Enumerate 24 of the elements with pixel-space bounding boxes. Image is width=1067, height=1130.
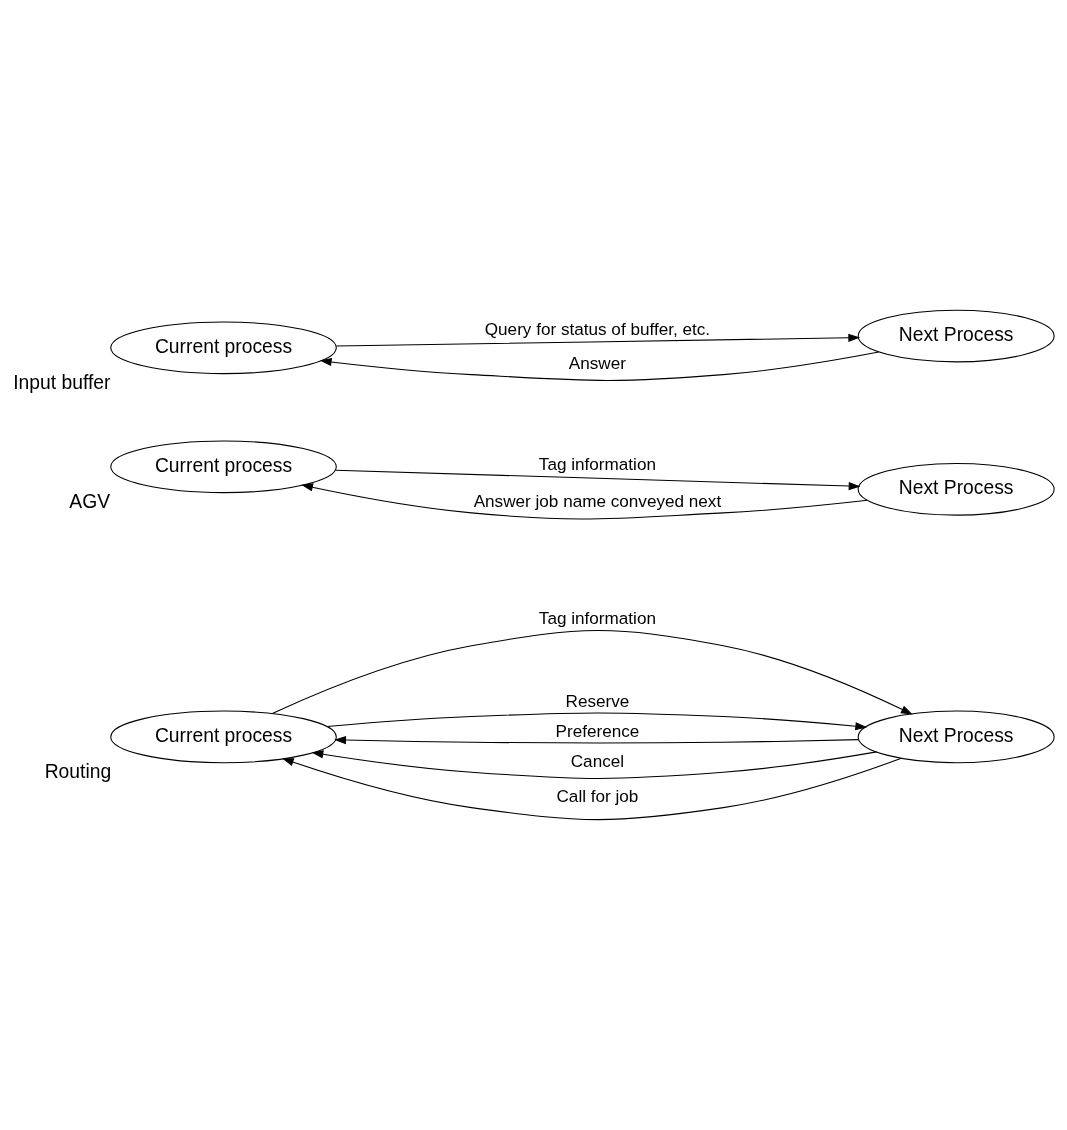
arrow	[335, 469, 861, 491]
arrow	[326, 712, 868, 731]
edge-label: Tag information	[538, 608, 656, 629]
edge-label: Call for job	[556, 786, 639, 807]
node-label: Input buffer	[13, 372, 111, 394]
arrow	[271, 630, 913, 715]
node-label: Routing	[44, 761, 112, 783]
edge-label: Cancel	[570, 750, 625, 771]
arrow	[301, 483, 869, 520]
node-label: AGV	[69, 491, 111, 512]
arrow	[335, 333, 861, 347]
arrow	[281, 757, 902, 821]
edge-label: Query for status of buffer, etc.	[484, 318, 711, 339]
edge-label: Preference	[555, 720, 640, 741]
edge-label: Answer job name conveyed next	[473, 491, 722, 512]
node-ellipse: Next Process	[857, 309, 1055, 363]
arrow	[319, 351, 880, 381]
node-ellipse: Next Process	[857, 462, 1055, 516]
arrow	[311, 750, 878, 779]
edge-label: Reserve	[565, 690, 630, 711]
arrow	[334, 735, 860, 745]
edge-label: Answer	[568, 353, 626, 374]
edge-label: Tag information	[538, 453, 656, 474]
node-ellipse: Current process	[110, 321, 337, 375]
